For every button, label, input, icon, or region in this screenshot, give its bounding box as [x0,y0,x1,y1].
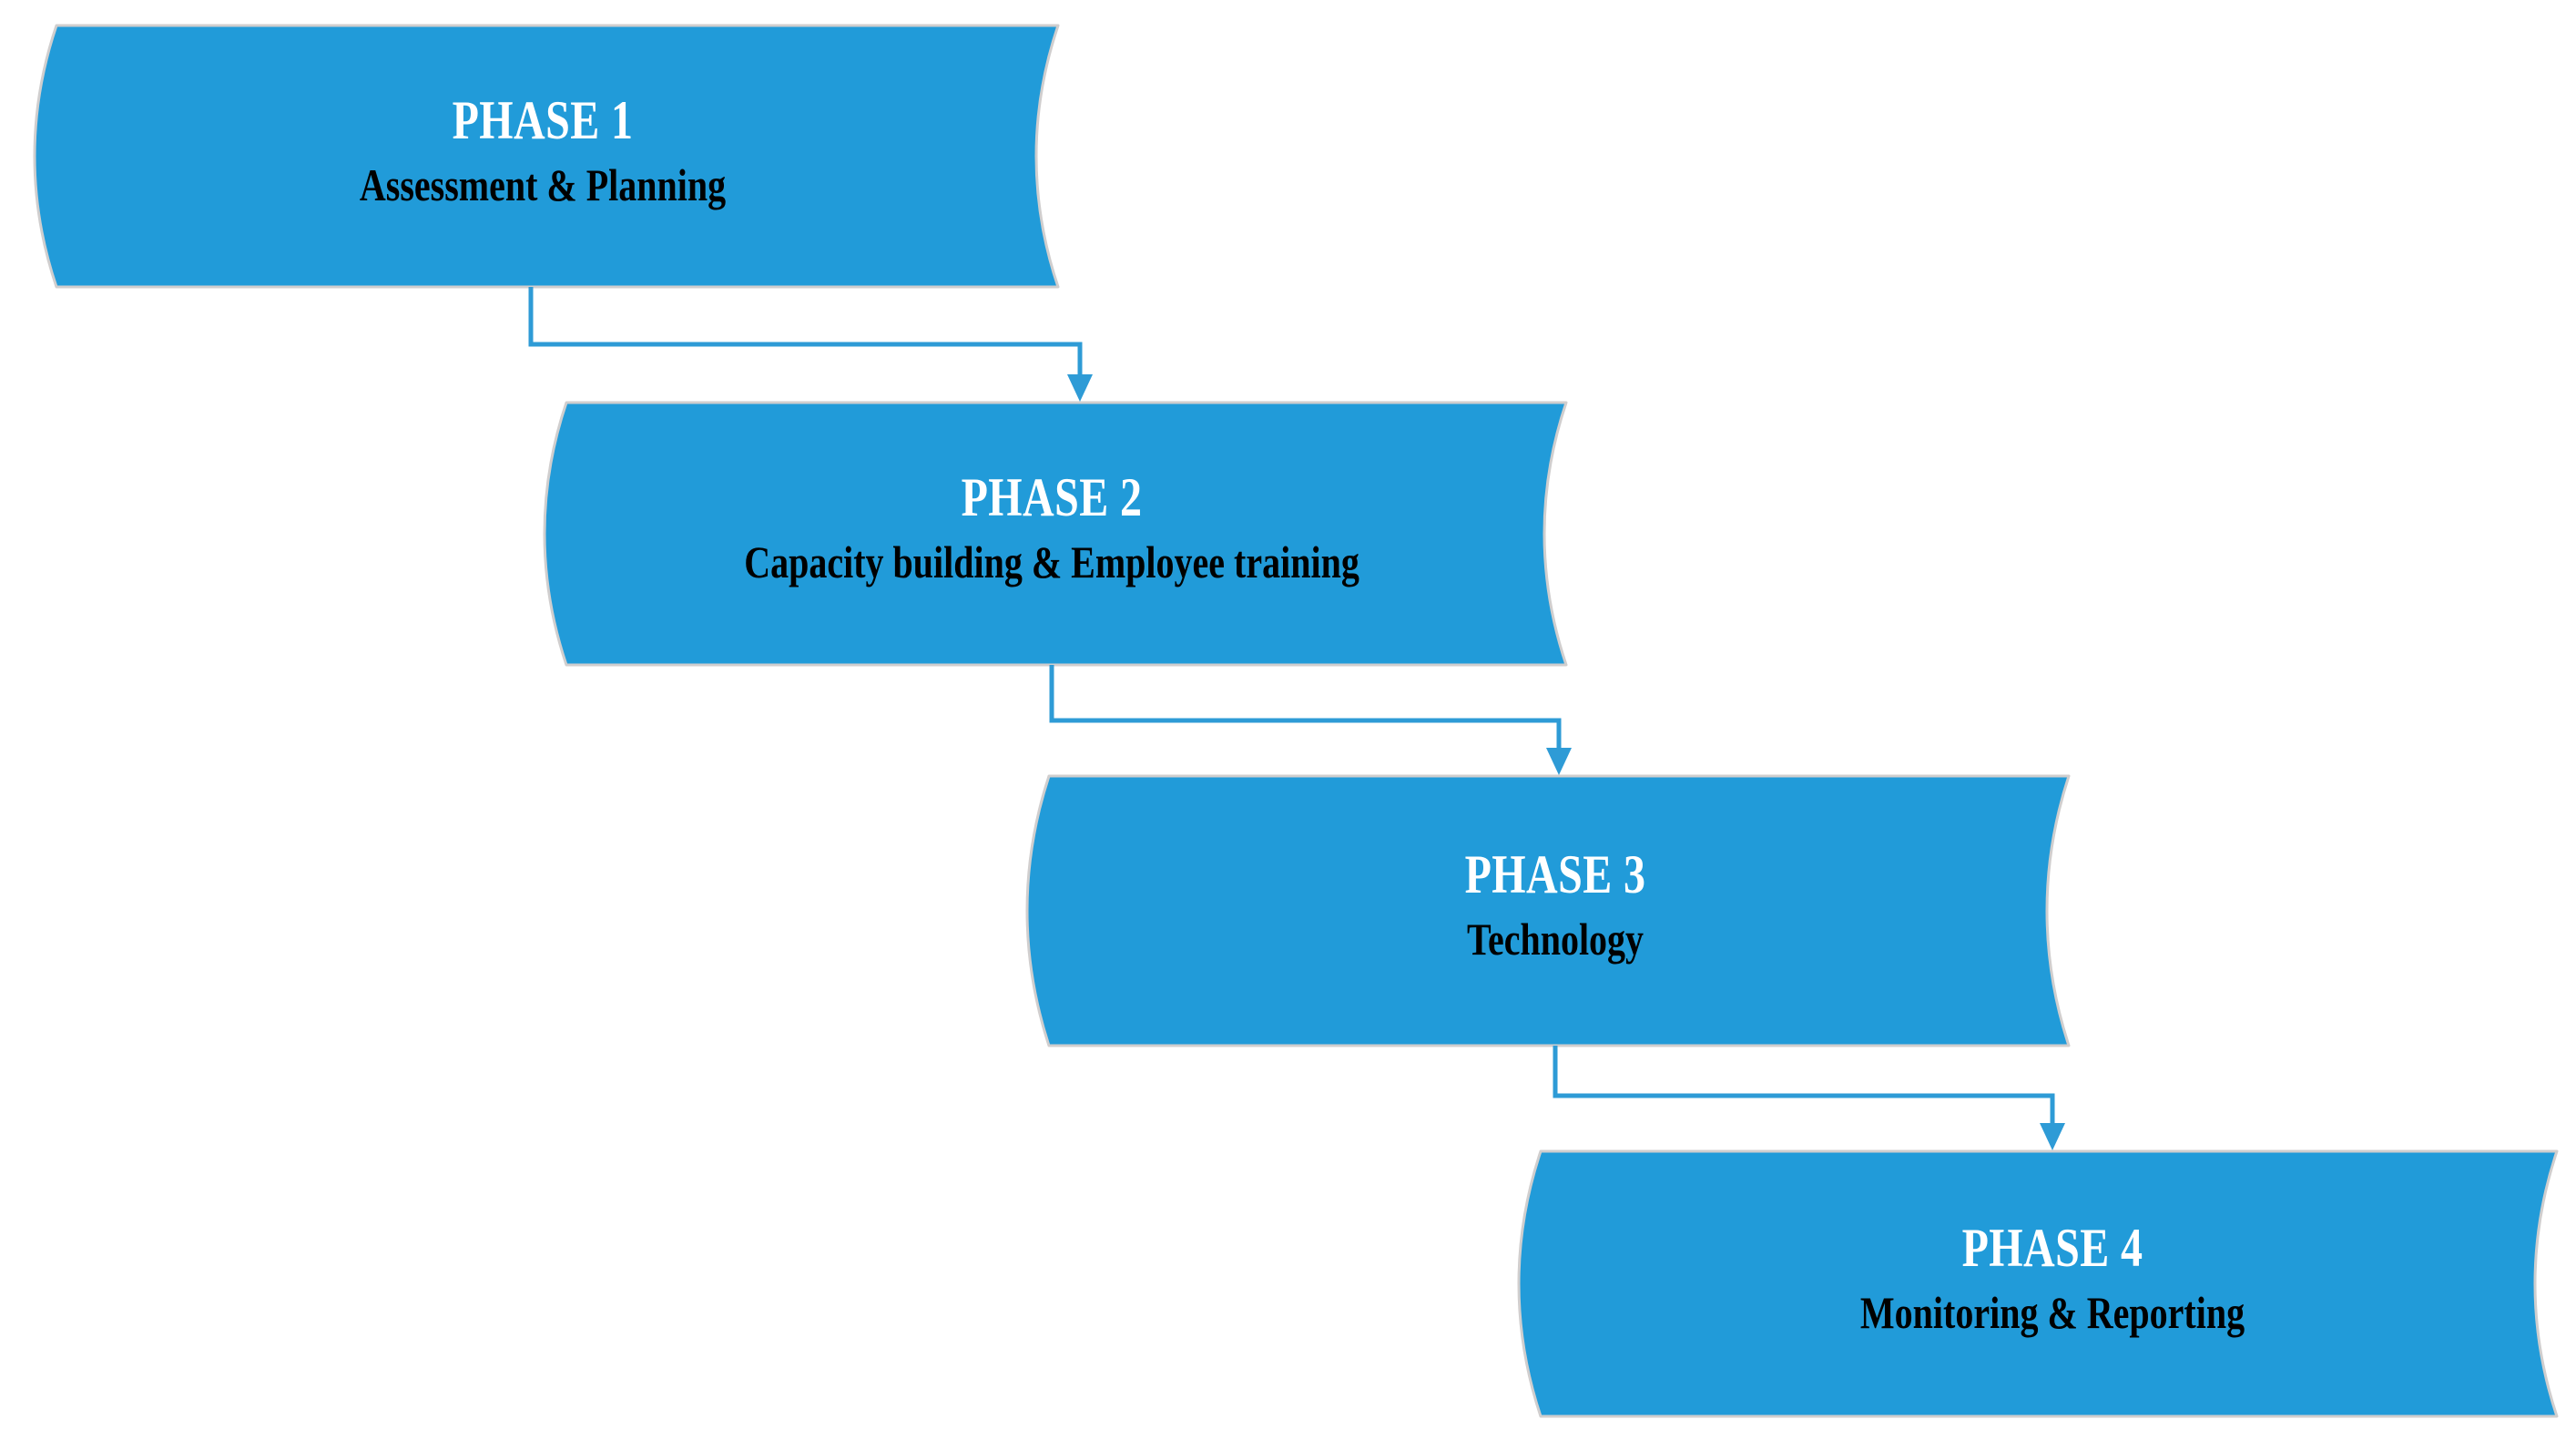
phase-title-2: PHASE 2 [961,467,1143,527]
connector-line-2-to-3 [1049,665,1562,748]
connector-3-to-4[interactable] [1553,1046,2065,1150]
phase-shapes-group [33,24,2559,1418]
connector-line-3-to-4 [1553,1046,2055,1123]
connector-arrowhead-3-to-4 [2040,1123,2065,1150]
phase-subtitle-2: Capacity building & Employee training [744,536,1359,587]
connector-arrowhead-1-to-2 [1067,374,1093,402]
phase-title-3: PHASE 3 [1464,844,1646,904]
phase-shape-2[interactable] [543,401,1568,667]
phase-shape-4[interactable] [1517,1149,2559,1418]
phase-subtitle-3: Technology [1466,914,1644,965]
phase-title-1: PHASE 1 [452,90,634,150]
phase-subtitle-1: Assessment & Planning [359,159,727,210]
connector-line-1-to-2 [528,287,1083,374]
connector-arrowhead-2-to-3 [1546,748,1572,775]
connector-2-to-3[interactable] [1049,665,1572,775]
connectors-group [528,287,2065,1150]
phase-label-2: PHASE 2 Capacity building & Employee tra… [0,470,2340,585]
phase-shape-3[interactable] [1025,774,2071,1047]
phase-label-1: PHASE 1 Assessment & Planning [0,93,1831,208]
connector-1-to-2[interactable] [528,287,1093,402]
phase-label-3: PHASE 3 Technology [268,847,2576,962]
phase-subtitle-4: Monitoring & Reporting [1859,1287,2245,1338]
phase-title-4: PHASE 4 [1961,1218,2143,1278]
phase-label-4: PHASE 4 Monitoring & Reporting [765,1220,2576,1335]
phase-shape-1[interactable] [33,24,1060,289]
